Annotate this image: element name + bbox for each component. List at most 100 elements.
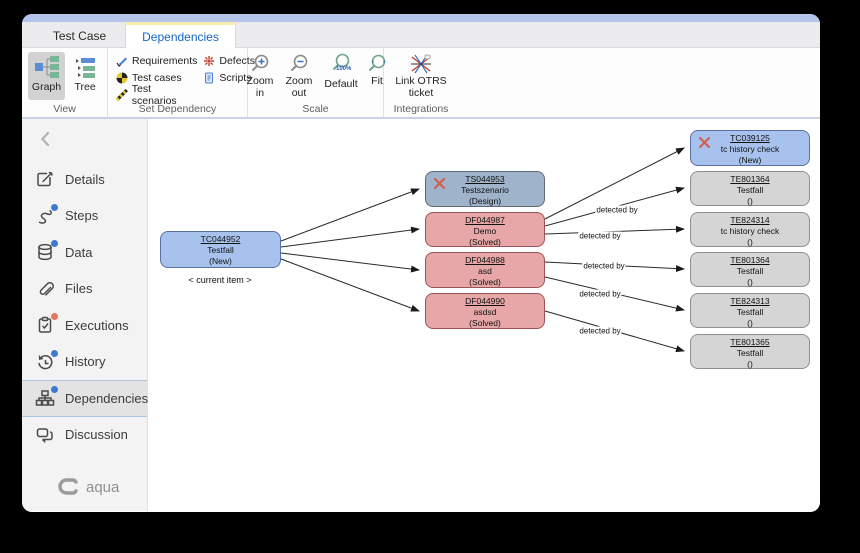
graph-node[interactable]: DF044987 Demo (Solved) (425, 212, 545, 247)
details-icon (35, 169, 55, 189)
node-id: TE824314 (730, 215, 770, 225)
sidebar-item-label: Details (65, 171, 105, 187)
fit-label: Fit (371, 75, 383, 87)
node-name: tc history check (720, 144, 780, 155)
graph-node[interactable]: TE801365 Testfall () (690, 334, 810, 369)
data-badge (51, 240, 58, 248)
defects-label: Defects (219, 54, 255, 67)
sidebar-item-dependencies[interactable]: Dependencies (22, 380, 149, 417)
remove-icon[interactable] (433, 177, 446, 190)
zoom-out-button[interactable]: Zoom out (282, 53, 316, 117)
link-otrs-ticket-button[interactable]: Link OTRS ticket (393, 53, 449, 117)
test-scenarios-label: Test scenarios (131, 82, 177, 107)
sidebar-item-files[interactable]: Files (22, 271, 147, 308)
test-cases-button[interactable]: Test cases (116, 69, 197, 86)
sidebar-item-steps[interactable]: Steps (22, 198, 147, 235)
sidebar-item-history[interactable]: History (22, 344, 147, 381)
zoom-in-button[interactable]: Zoom in (243, 53, 277, 117)
tab-dependencies[interactable]: Dependencies (126, 22, 236, 48)
sidebar-item-discussion[interactable]: Discussion (22, 417, 147, 454)
executions-badge (51, 313, 58, 321)
node-name: asd (478, 266, 492, 277)
node-name: Testfall (736, 348, 764, 359)
ribbon-group-integrations: Link OTRS ticket Integrations (384, 48, 458, 117)
node-id: TE824313 (730, 296, 770, 306)
default-scale-icon (332, 53, 350, 71)
test-scenarios-icon (116, 88, 128, 101)
sidebar-item-details[interactable]: Details (22, 161, 147, 198)
graph-node[interactable]: DF044988 asd (Solved) (425, 252, 545, 288)
requirements-button[interactable]: Requirements (116, 52, 197, 69)
node-status: (New) (209, 256, 232, 267)
group-label-integrations: Integrations (393, 103, 449, 115)
graph-node[interactable]: TE824314 tc history check () (690, 212, 810, 247)
ribbon-group-view: Graph Tree View (22, 48, 108, 117)
graph-view-label: Graph (31, 81, 62, 93)
group-label-set-dependency: Set Dependency (138, 103, 217, 115)
sidebar-item-label: Dependencies (65, 390, 149, 406)
ribbon-group-scale: Zoom in Zoom out 100% Default (247, 48, 386, 117)
graph-node[interactable]: TE824313 Testfall () (690, 293, 810, 328)
executions-icon (35, 313, 58, 335)
graph-node[interactable]: TE801364 Testfall () (690, 171, 810, 206)
sidebar-list: Details Steps (22, 161, 149, 454)
test-scenarios-button[interactable]: Test scenarios (116, 83, 197, 107)
defects-button[interactable]: Defects (203, 52, 255, 69)
node-status: (Solved) (469, 318, 501, 329)
defects-icon (204, 55, 215, 66)
sidebar: Details Steps (22, 119, 148, 511)
graph-node[interactable]: DF044990 asdsd (Solved) (425, 293, 545, 329)
tab-test-case[interactable]: Test Case (34, 22, 126, 47)
dependency-graph-canvas[interactable]: detected by detected by detected by dete… (148, 119, 820, 511)
sidebar-item-executions[interactable]: Executions (22, 307, 147, 344)
remove-icon[interactable] (698, 136, 711, 149)
edge-label-detected-by: detected by (578, 289, 622, 299)
steps-icon (35, 203, 58, 226)
node-name: asdsd (473, 307, 497, 318)
node-id: DF044990 (465, 296, 505, 306)
graph-view-button[interactable]: Graph (27, 52, 66, 100)
requirements-label: Requirements (132, 54, 198, 67)
edge-label-detected-by: detected by (578, 231, 622, 241)
test-cases-icon (116, 72, 128, 83)
requirements-icon (116, 57, 127, 67)
sidebar-item-label: Steps (65, 208, 99, 224)
default-scale-button[interactable]: 100% Default (321, 53, 361, 117)
graph-node[interactable]: TC039125 tc history check (New) (690, 130, 810, 166)
scripts-icon (205, 72, 214, 83)
files-icon (35, 279, 55, 299)
ribbon-group-set-dependency: Requirements Test cases (108, 48, 255, 117)
edge-label-detected-by: detected by (595, 205, 639, 215)
node-id: TC039125 (730, 133, 770, 143)
graph-node[interactable]: TE801364 Testfall () (690, 252, 810, 287)
node-status: () (747, 196, 753, 207)
node-id: TE801364 (730, 255, 770, 265)
tree-view-button[interactable]: Tree (69, 52, 101, 100)
node-name: Testfall (736, 307, 764, 318)
graph-node-current[interactable]: TC044952 Testfall (New) (160, 231, 281, 268)
graph-node[interactable]: TS044953 Testszenario (Design) (425, 171, 545, 207)
link-otrs-label: Link OTRS ticket (395, 75, 447, 100)
edge-label-detected-by: detected by (582, 261, 626, 271)
app-window: Test Case Dependencies Graph (22, 14, 820, 512)
node-status: (Design) (468, 196, 502, 207)
node-status: (New) (738, 155, 762, 166)
history-badge (51, 349, 58, 357)
node-status: () (747, 277, 753, 288)
aqua-brand: aqua (56, 477, 119, 497)
fit-icon (368, 54, 386, 72)
graph-view-icon (34, 55, 60, 79)
zoom-out-icon (290, 54, 308, 72)
node-name: Testfall (736, 266, 764, 277)
zoom-out-label: Zoom out (285, 75, 313, 100)
scripts-button[interactable]: Scripts (203, 69, 255, 86)
data-icon (35, 240, 58, 262)
node-status: () (747, 359, 753, 370)
window-titlebar (22, 14, 820, 22)
node-name: Demo (473, 226, 497, 237)
node-id: TE801364 (730, 174, 770, 184)
sidebar-item-data[interactable]: Data (22, 234, 147, 271)
fit-button[interactable]: Fit (366, 53, 388, 117)
dependencies-badge (51, 386, 58, 394)
collapse-sidebar-button[interactable] (36, 129, 56, 149)
